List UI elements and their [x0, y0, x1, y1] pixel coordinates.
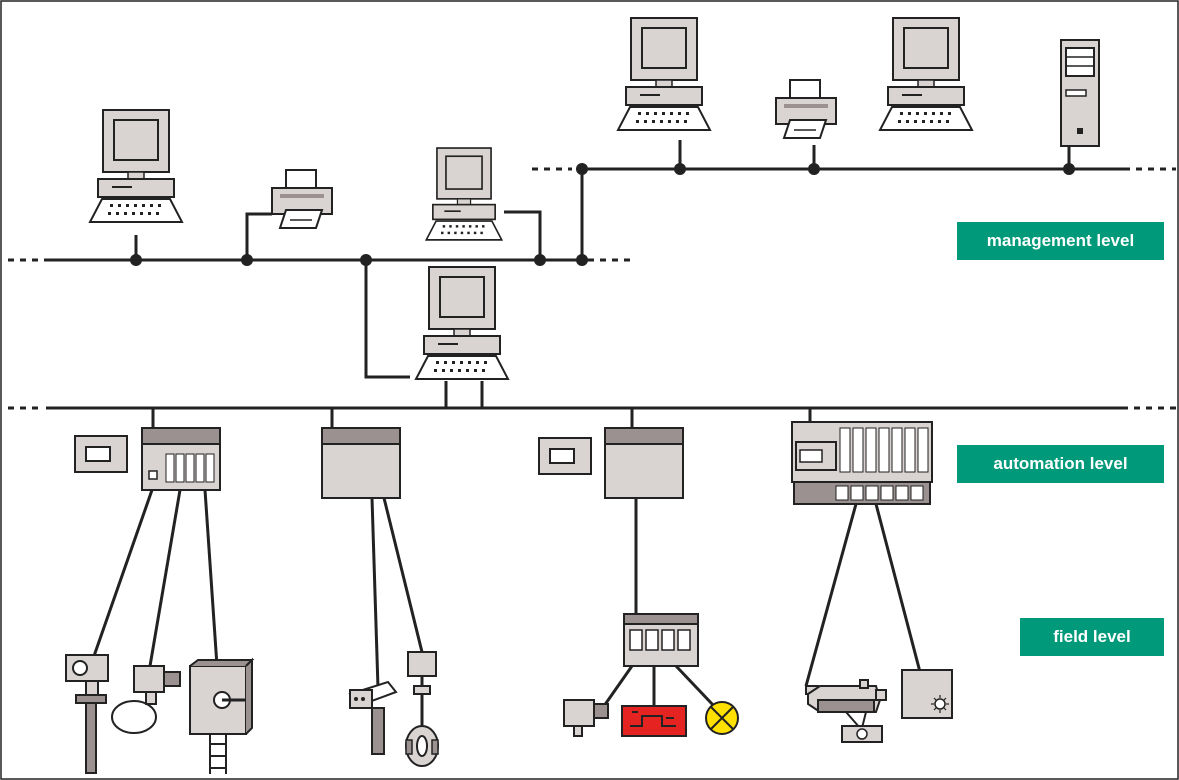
drive-actuator-icon: [189, 657, 255, 774]
plc-icon-3: [604, 427, 684, 499]
valve-actuator-icon: [805, 679, 887, 743]
workstation-icon-center: [425, 147, 503, 241]
flow-sensor-icon: [65, 654, 109, 774]
bus-junctions: [130, 163, 1075, 266]
gateway-workstation-icon: [415, 266, 509, 380]
plc-rack-icon: [791, 421, 933, 505]
field-level-label: field level: [1020, 618, 1164, 656]
server-tower-icon: [1060, 39, 1100, 147]
plc-icon-1: [141, 427, 221, 491]
signal-lamp-icon: [705, 701, 739, 735]
management-level-label: management level: [957, 222, 1164, 260]
field-wiring: [92, 489, 922, 689]
printer-icon-left: [271, 169, 333, 229]
operator-panel-icon-2: [538, 437, 592, 475]
thermostat-box-icon: [901, 669, 953, 719]
workstation-icon-left: [89, 109, 183, 223]
operator-panel-icon-1: [74, 435, 128, 473]
workstation-icon-top-left: [617, 17, 711, 131]
io-module-icon: [623, 613, 699, 667]
printer-icon-top: [775, 79, 837, 139]
automation-level-label: automation level: [957, 445, 1164, 483]
solenoid-valve-icon: [111, 665, 181, 734]
management-bus-right: [532, 167, 1176, 260]
small-solenoid-icon: [563, 699, 609, 737]
temperature-sensor-icon: [348, 680, 398, 755]
control-valve-icon: [405, 651, 439, 767]
alarm-display-icon: [621, 705, 687, 737]
plc-icon-2: [321, 427, 401, 499]
workstation-icon-top-right: [879, 17, 973, 131]
